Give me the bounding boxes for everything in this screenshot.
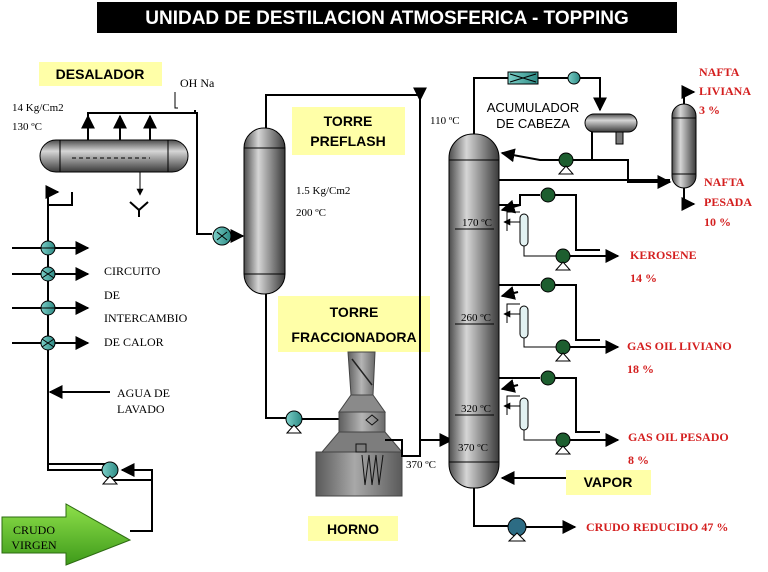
agua-label-1: AGUA DE <box>117 386 170 400</box>
vapor-box <box>566 470 651 495</box>
kerosene-pct: 14 % <box>630 271 657 285</box>
nafta-liviana-3: 3 % <box>699 103 720 117</box>
feed-pump <box>101 461 119 485</box>
main-tower <box>448 133 500 489</box>
feed-line <box>48 192 153 532</box>
acumulador-label-1: ACUMULADOR <box>487 100 579 115</box>
gasoil-liviano-label: GAS OIL LIVIANO <box>627 339 732 353</box>
ohna-line <box>174 92 178 109</box>
crude-feed-arrow <box>1 503 132 566</box>
circuito-label-2: DE <box>104 288 120 302</box>
exchanger-2 <box>12 266 90 282</box>
condenser-x <box>509 73 537 83</box>
circuito-label-1: CIRCUITO <box>104 264 161 278</box>
preflash-heater <box>212 226 232 246</box>
tray-temp-2: 260 ºC <box>461 312 491 324</box>
ohna-label: OH Na <box>180 76 215 90</box>
acumulador-vessel <box>584 113 638 145</box>
exchanger-4 <box>12 335 90 351</box>
bottom-temp: 370 ºC <box>458 442 488 454</box>
overhead-valve <box>567 71 581 85</box>
nafta-pesada-1: NAFTA <box>704 175 745 189</box>
acumulador-label-2: DE CABEZA <box>496 116 570 131</box>
desalador-out-line <box>160 112 212 235</box>
crudo-label-1: CRUDO <box>13 523 55 537</box>
desalador-vessel <box>39 139 189 173</box>
naphtha-to-stabilizer <box>573 159 672 189</box>
gasoil-liviano-circuit <box>499 277 620 362</box>
nafta-liviana-2: LIVIANA <box>699 84 751 98</box>
nafta-pesada-2: PESADA <box>704 195 752 209</box>
top-temp: 110 ºC <box>430 115 460 127</box>
feed-to-pump <box>120 463 153 480</box>
diagram-title: UNIDAD DE DESTILACION ATMOSFERICA - TOPP… <box>145 8 628 29</box>
fracc-label-2: FRACCIONADORA <box>291 329 416 345</box>
vapor-label: VAPOR <box>584 474 633 490</box>
desalador-drain-y <box>129 201 149 217</box>
furnace-feed-pump <box>285 410 303 434</box>
preflash-temp: 200 ºC <box>296 207 326 219</box>
circuito-label-4: DE CALOR <box>104 335 164 349</box>
horno-label: HORNO <box>327 521 379 537</box>
bottoms-line <box>473 488 508 527</box>
preflash-label-2: PREFLASH <box>310 133 385 149</box>
desalador-box <box>39 62 162 86</box>
overhead-to-accumulator <box>580 77 607 112</box>
kerosene-label: KEROSENE <box>630 248 697 262</box>
nafta-liviana-line <box>681 85 696 104</box>
overhead-line <box>473 77 508 134</box>
pump-to-exchangers <box>47 192 102 471</box>
crudo-reducido-label: CRUDO REDUCIDO 47 % <box>586 520 728 534</box>
gasoil-pesado-pct: 8 % <box>628 453 649 467</box>
preflash-pressure: 1.5 Kg/Cm2 <box>296 185 350 197</box>
fracc-box <box>278 296 430 352</box>
crudo-label-2: VIRGEN <box>11 538 57 552</box>
horno-out-temp: 370 ºC <box>406 459 436 471</box>
preflash-box <box>292 107 405 155</box>
nafta-splitter <box>671 103 697 189</box>
tray-temp-3: 320 ºC <box>461 403 491 415</box>
preflash-vapor-line <box>265 87 427 128</box>
exchanger-1 <box>12 240 90 256</box>
tray-markers <box>455 228 494 416</box>
preflash-label-1: TORRE <box>324 113 373 129</box>
furnace <box>315 351 404 497</box>
horno-box <box>308 516 398 541</box>
desalador-pressure: 14 Kg/Cm2 <box>12 102 64 114</box>
exchanger-3 <box>12 300 90 316</box>
gasoil-pesado-circuit <box>499 370 620 455</box>
gasoil-pesado-label: GAS OIL PESADO <box>628 430 729 444</box>
title-bar <box>97 2 677 33</box>
fracc-label-1: TORRE <box>330 304 379 320</box>
desalador-top-outlets <box>87 110 196 140</box>
reflux-pump <box>557 152 575 175</box>
circuito-label-3: INTERCAMBIO <box>104 311 188 325</box>
agua-label-2: LAVADO <box>117 402 165 416</box>
reflux-line <box>500 132 593 163</box>
nafta-pesada-3: 10 % <box>704 215 731 229</box>
kerosene-circuit <box>499 187 620 271</box>
desalador-label: DESALADOR <box>56 66 145 82</box>
tray-temp-1: 170 ºC <box>462 217 492 229</box>
desalador-temp: 130 ºC <box>12 121 42 133</box>
preflash-tower <box>243 127 286 295</box>
gasoil-liviano-pct: 18 % <box>627 362 654 376</box>
bottoms-pump <box>507 517 527 542</box>
nafta-liviana-1: NAFTA <box>699 65 740 79</box>
preflash-bottoms-line <box>265 294 286 419</box>
nafta-pesada-line <box>681 188 696 211</box>
